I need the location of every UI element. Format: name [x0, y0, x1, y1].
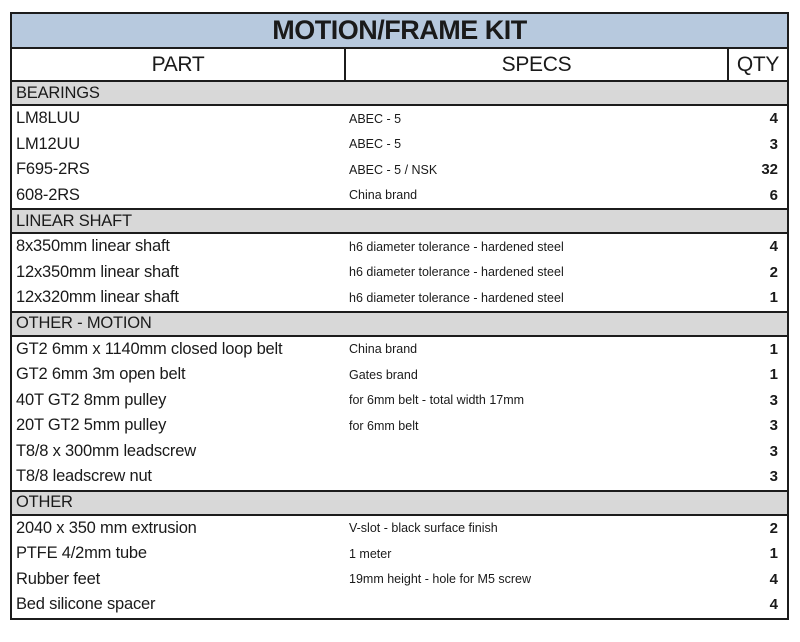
qty-cell: 3	[769, 468, 778, 486]
part-cell: 12x350mm linear shaft	[16, 262, 179, 281]
specs-cell: China brand	[349, 342, 418, 357]
column-header-specs: SPECS	[346, 49, 729, 80]
part-cell: 608-2RS	[16, 185, 80, 204]
section-header: OTHER - MOTION	[12, 310, 787, 337]
table-row: F695-2RS ABEC - 5 / NSK 32	[12, 157, 787, 183]
section-rows: 2040 x 350 mm extrusion V-slot - black s…	[12, 516, 787, 618]
specs-cell: ABEC - 5	[349, 111, 402, 126]
qty-cell: 32	[761, 161, 778, 179]
qty-cell: 1	[769, 545, 778, 563]
part-cell: 8x350mm linear shaft	[16, 237, 170, 256]
specs-cell: China brand	[349, 188, 418, 203]
qty-cell: 3	[769, 391, 778, 409]
specs-cell: for 6mm belt - total width 17mm	[349, 393, 525, 408]
table-section: OTHER 2040 x 350 mm extrusion V-slot - b…	[12, 489, 787, 618]
qty-cell: 1	[769, 340, 778, 358]
section-header: OTHER	[12, 489, 787, 516]
qty-cell: 3	[769, 442, 778, 460]
section-rows: LM8LUU ABEC - 5 4 LM12UU ABEC - 5 3 F695…	[12, 106, 787, 208]
specs-cell: h6 diameter tolerance - hardened steel	[349, 290, 564, 305]
qty-cell: 2	[769, 519, 778, 537]
part-cell: PTFE 4/2mm tube	[16, 544, 147, 563]
part-cell: 20T GT2 5mm pulley	[16, 416, 167, 435]
specs-cell: 1 meter	[349, 546, 392, 561]
table-row: Rubber feet 19mm height - hole for M5 sc…	[12, 567, 787, 593]
table-row: 8x350mm linear shaft h6 diameter toleran…	[12, 234, 787, 260]
column-header-part: PART	[12, 49, 346, 80]
table-row: 608-2RS China brand 6	[12, 183, 787, 209]
section-header: LINEAR SHAFT	[12, 208, 787, 234]
table-row: 40T GT2 8mm pulley for 6mm belt - total …	[12, 388, 787, 414]
table-row: 12x320mm linear shaft h6 diameter tolera…	[12, 285, 787, 311]
table-section: OTHER - MOTION GT2 6mm x 1140mm closed l…	[12, 310, 787, 490]
part-cell: Bed silicone spacer	[16, 595, 156, 614]
specs-cell: for 6mm belt	[349, 418, 419, 433]
qty-cell: 4	[769, 596, 778, 614]
section-header: BEARINGS	[12, 80, 787, 106]
specs-cell: 19mm height - hole for M5 screw	[349, 572, 532, 587]
qty-cell: 4	[769, 110, 778, 128]
section-rows: GT2 6mm x 1140mm closed loop belt China …	[12, 337, 787, 490]
column-header-row: PART SPECS QTY	[12, 49, 787, 80]
table-row: LM12UU ABEC - 5 3	[12, 132, 787, 158]
qty-cell: 4	[769, 238, 778, 256]
qty-cell: 3	[769, 417, 778, 435]
part-cell: 12x320mm linear shaft	[16, 288, 179, 307]
table-row: 12x350mm linear shaft h6 diameter tolera…	[12, 260, 787, 286]
specs-cell: ABEC - 5	[349, 137, 402, 152]
part-cell: T8/8 x 300mm leadscrew	[16, 441, 196, 460]
table-row: PTFE 4/2mm tube 1 meter 1	[12, 541, 787, 567]
qty-cell: 1	[769, 289, 778, 307]
table-section: LINEAR SHAFT 8x350mm linear shaft h6 dia…	[12, 208, 787, 311]
specs-cell: ABEC - 5 / NSK	[349, 162, 438, 177]
column-header-qty: QTY	[736, 52, 780, 76]
table-row: T8/8 x 300mm leadscrew 3	[12, 439, 787, 465]
section-name: BEARINGS	[16, 83, 100, 102]
qty-cell: 6	[769, 186, 778, 204]
table-row: GT2 6mm x 1140mm closed loop belt China …	[12, 337, 787, 363]
qty-cell: 4	[769, 570, 778, 588]
table-row: 20T GT2 5mm pulley for 6mm belt 3	[12, 413, 787, 439]
table-row: T8/8 leadscrew nut 3	[12, 464, 787, 490]
specs-cell: h6 diameter tolerance - hardened steel	[349, 265, 564, 280]
qty-cell: 3	[769, 135, 778, 153]
part-cell: F695-2RS	[16, 160, 90, 179]
part-cell: 40T GT2 8mm pulley	[16, 390, 167, 409]
table-row: GT2 6mm 3m open belt Gates brand 1	[12, 362, 787, 388]
specs-cell: h6 diameter tolerance - hardened steel	[349, 239, 564, 254]
specs-cell: V-slot - black surface finish	[349, 521, 498, 536]
qty-cell: 1	[769, 366, 778, 384]
part-cell: 2040 x 350 mm extrusion	[16, 518, 197, 537]
part-cell: LM12UU	[16, 134, 80, 153]
part-cell: GT2 6mm 3m open belt	[16, 365, 186, 384]
part-cell: Rubber feet	[16, 569, 101, 588]
part-cell: LM8LUU	[16, 109, 80, 128]
table-row: 2040 x 350 mm extrusion V-slot - black s…	[12, 516, 787, 542]
table-row: LM8LUU ABEC - 5 4	[12, 106, 787, 132]
section-name: OTHER - MOTION	[16, 314, 152, 332]
table-row: Bed silicone spacer 4	[12, 592, 787, 618]
table-section: BEARINGS LM8LUU ABEC - 5 4 LM12UU ABEC -…	[12, 80, 787, 208]
part-cell: T8/8 leadscrew nut	[16, 467, 152, 486]
section-rows: 8x350mm linear shaft h6 diameter toleran…	[12, 234, 787, 311]
table-body: BEARINGS LM8LUU ABEC - 5 4 LM12UU ABEC -…	[12, 80, 787, 618]
section-name: OTHER	[16, 493, 73, 511]
qty-cell: 2	[769, 263, 778, 281]
bom-table: MOTION/FRAME KIT PART SPECS QTY BEARINGS…	[10, 12, 789, 620]
section-name: LINEAR SHAFT	[16, 211, 132, 230]
part-cell: GT2 6mm x 1140mm closed loop belt	[16, 339, 283, 358]
table-title: MOTION/FRAME KIT	[12, 14, 787, 49]
specs-cell: Gates brand	[349, 367, 418, 382]
